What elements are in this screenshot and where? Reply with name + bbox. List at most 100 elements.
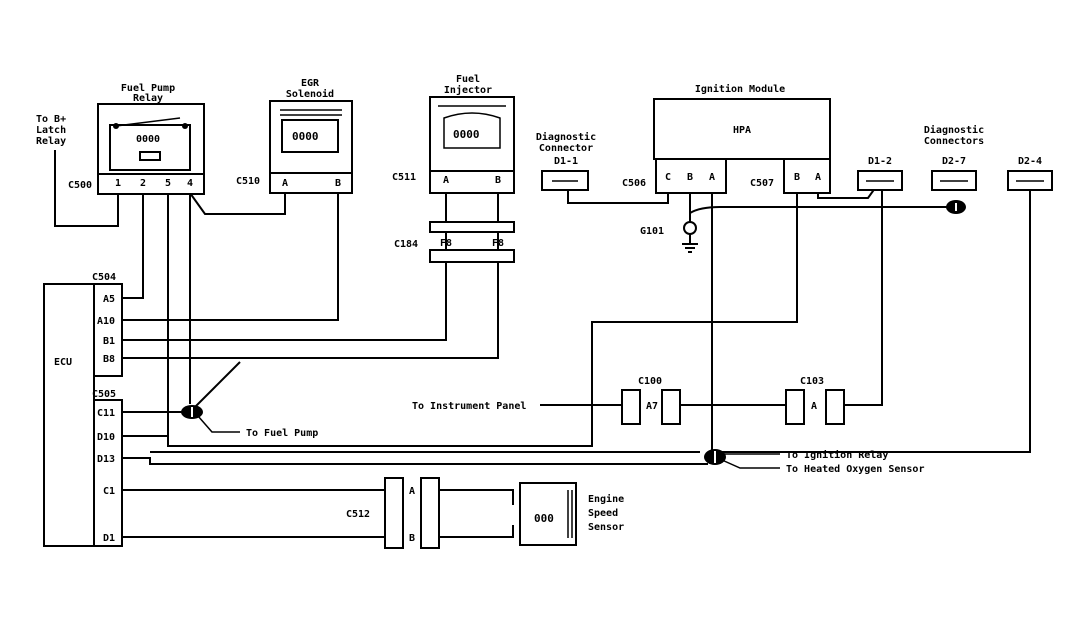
to-heated-oxygen-sensor-label: To Heated Oxygen Sensor: [786, 464, 924, 475]
wire-ground-splice: [689, 206, 955, 214]
c512-pin-a: A: [409, 486, 415, 497]
egr-connector: [269, 172, 353, 194]
diag-connectors-title-2: Connectors: [924, 136, 984, 147]
latch-relay-label: To B+ Latch Relay: [36, 114, 66, 147]
wire-splice-b8: [189, 361, 241, 413]
c100-pin-a7: A7: [646, 401, 658, 412]
relay-connector: [97, 173, 205, 195]
wire-to-o2: [721, 459, 780, 469]
d1-2-label: D1-2: [868, 156, 892, 167]
c512: C512 A B: [346, 477, 440, 549]
wire-f8-b1: [118, 262, 447, 341]
egr-solenoid: EGR Solenoid 0000 C510 A B: [236, 78, 353, 194]
sensor-title-2: Speed: [588, 508, 618, 519]
ignition-module-body: [653, 98, 831, 160]
c184-pin-2: F8: [492, 238, 504, 249]
c507-pin-a: A: [815, 172, 821, 183]
sensor-coil-icon: 000: [534, 512, 554, 525]
ecu-pin-c11: C11: [97, 408, 115, 419]
wire-d10-main: [167, 193, 798, 447]
c512-pin-b: B: [409, 533, 415, 544]
c100-left-half: [621, 389, 641, 425]
ecu: ECU C504 C505 A5 A10 B1 B8 C11 D10 D13 C…: [43, 272, 123, 547]
ecu-pin-d1: D1: [103, 533, 115, 544]
injector-connector: [429, 170, 515, 194]
wire-d2-4: [722, 190, 1031, 453]
relay-contact-icon: [113, 123, 119, 129]
wire-f8-b8: [118, 262, 499, 359]
fuel-pump-relay-title-2: Relay: [133, 93, 163, 104]
wires: [54, 150, 1031, 538]
engine-speed-sensor-body: [519, 482, 577, 546]
c506-pin-a: A: [709, 172, 715, 183]
c184-top-half: [429, 221, 515, 233]
ecu-pin-a5: A5: [103, 294, 115, 305]
c506-pin-c: C: [665, 172, 671, 183]
latch-relay-line-1: To B+: [36, 114, 66, 125]
c506-label: C506: [622, 178, 646, 189]
c500-label: C500: [68, 180, 92, 191]
injector-title-1: Fuel: [456, 74, 480, 85]
to-ignition-relay-label: To Ignition Relay: [786, 449, 888, 461]
diag-title-2: Connector: [539, 143, 593, 154]
c506-connector: [655, 158, 727, 194]
ecu-pin-a10: A10: [97, 316, 115, 327]
ecu-label: ECU: [54, 357, 72, 368]
c507-connector: [783, 158, 831, 194]
ecu-pin-d13: D13: [97, 454, 115, 465]
sensor-title-1: Engine: [588, 493, 624, 505]
egr-title-1: EGR: [301, 78, 320, 89]
engine-speed-sensor: 000 Engine Speed Sensor: [519, 482, 624, 546]
g101-label: G101: [640, 226, 664, 237]
c103-left-half: [785, 389, 805, 425]
egr-title-2: Solenoid: [286, 88, 334, 100]
latch-relay-line-2: Latch: [36, 125, 66, 136]
c505-label: C505: [92, 389, 116, 400]
c504-connector: [93, 283, 123, 377]
c100: C100 A7: [621, 376, 681, 425]
wire-d1-2-c103: [838, 190, 883, 406]
d2-4-label: D2-4: [1018, 156, 1042, 167]
ecu-pin-d10: D10: [97, 432, 115, 443]
relay-switch-icon: [115, 117, 181, 127]
wire-c512-sensor-a: [437, 489, 514, 505]
c512-left-half: [384, 477, 404, 549]
injector-coil-icon: 0000: [453, 128, 480, 141]
c505-connector: [93, 399, 123, 547]
egr-pin-a: A: [282, 178, 288, 189]
wire-relay4-egr: [189, 192, 286, 215]
diagnostic-connector-d1-1: Diagnostic Connector D1-1: [536, 131, 596, 191]
ignition-module-title: Ignition Module: [695, 83, 785, 95]
ecu-pin-b1: B1: [103, 336, 115, 347]
ground-g101: G101: [640, 221, 698, 253]
ignition-module-inner: HPA: [733, 125, 751, 136]
wire-splice-fuel-pump: [197, 415, 240, 433]
relay-inner: [109, 124, 191, 171]
wire-c512-sensor-b: [437, 525, 514, 538]
c184-pin-1: F8: [440, 238, 452, 249]
c100-label: C100: [638, 376, 662, 387]
fuel-pump-relay: Fuel Pump Relay 0000 C500 1 2 5 4: [68, 83, 205, 195]
egr-pin-b: B: [335, 178, 341, 189]
to-fuel-pump-label: To Fuel Pump: [246, 428, 318, 439]
d2-7-label: D2-7: [942, 156, 966, 167]
c103-right-half: [825, 389, 845, 425]
c507-pin-b: B: [794, 172, 800, 183]
to-instrument-panel-label: To Instrument Panel: [412, 401, 526, 412]
injector-pin-b: B: [495, 175, 501, 186]
c512-label: C512: [346, 509, 370, 520]
wire-latch-relay: [54, 150, 119, 227]
diag-title-1: Diagnostic: [536, 131, 596, 143]
relay-pin-5: 5: [165, 178, 171, 189]
c510-label: C510: [236, 176, 260, 187]
relay-pin-1: 1: [115, 178, 121, 189]
injector-title-2: Injector: [444, 84, 492, 96]
wire-d13: [118, 457, 708, 465]
egr-coil-icon: 0000: [292, 130, 319, 143]
d1-1-label: D1-1: [554, 156, 578, 167]
relay-pin-2: 2: [140, 178, 146, 189]
latch-relay-line-3: Relay: [36, 136, 66, 147]
relay-pin-4: 4: [187, 178, 193, 189]
ecu-body: [43, 283, 95, 547]
